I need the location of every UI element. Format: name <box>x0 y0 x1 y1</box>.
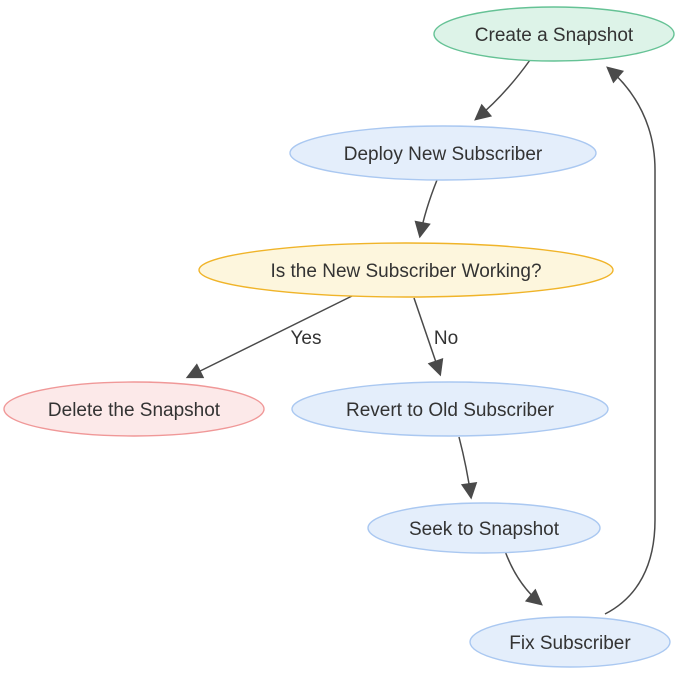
edge-layer: Yes No <box>185 59 656 615</box>
edge-deploy-to-working <box>414 179 438 239</box>
edge-create-to-deploy <box>474 59 531 121</box>
edge-working-to-revert <box>413 297 444 377</box>
edge-revert-to-seek <box>458 436 478 500</box>
node-delete-snapshot-shape <box>3 381 265 437</box>
node-fix-subscriber: Fix Subscriber <box>469 616 671 668</box>
node-deploy-new-subscriber: Deploy New Subscriber <box>289 125 597 181</box>
node-create-snapshot-label: Create a Snapshot <box>475 25 634 46</box>
node-create-snapshot-shape <box>433 6 675 62</box>
node-deploy-new-subscriber-label: Deploy New Subscriber <box>344 144 543 165</box>
node-revert-to-old-subscriber: Revert to Old Subscriber <box>291 381 609 437</box>
node-delete-snapshot: Delete the Snapshot <box>3 381 265 437</box>
edge-working-to-delete <box>185 295 353 379</box>
node-fix-subscriber-shape <box>469 616 671 668</box>
edge-fix-to-create <box>604 66 656 615</box>
edge-label-no: No <box>434 328 458 349</box>
node-seek-to-snapshot-shape <box>367 502 601 554</box>
node-fix-subscriber-label: Fix Subscriber <box>509 633 631 654</box>
node-revert-to-old-subscriber-label: Revert to Old Subscriber <box>346 400 555 421</box>
node-deploy-new-subscriber-shape <box>289 125 597 181</box>
node-delete-snapshot-label: Delete the Snapshot <box>48 400 221 421</box>
node-is-new-subscriber-working-label: Is the New Subscriber Working? <box>270 261 541 282</box>
node-revert-to-old-subscriber-shape <box>291 381 609 437</box>
node-is-new-subscriber-working-shape <box>198 242 614 298</box>
node-is-new-subscriber-working: Is the New Subscriber Working? <box>198 242 614 298</box>
node-create-snapshot: Create a Snapshot <box>433 6 675 62</box>
edge-seek-to-fix <box>504 550 543 606</box>
node-seek-to-snapshot: Seek to Snapshot <box>367 502 601 554</box>
edge-label-yes: Yes <box>291 328 322 349</box>
node-seek-to-snapshot-label: Seek to Snapshot <box>409 519 560 540</box>
